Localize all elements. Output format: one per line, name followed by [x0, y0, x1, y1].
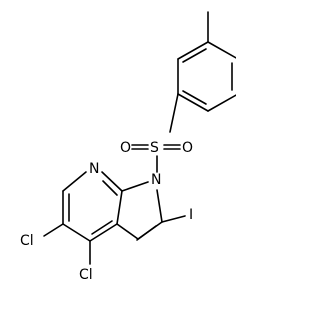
bond: [62, 223, 91, 242]
bond: [43, 223, 64, 237]
pyrrole-nitrogen-label: N: [151, 172, 161, 188]
bond: [182, 90, 207, 105]
structure-diagram: S O O N N I Cl Cl: [20, 11, 236, 283]
bond: [169, 93, 179, 133]
pyridine-ring: [43, 171, 123, 265]
bond: [102, 180, 118, 196]
pyrrole-ring: [116, 181, 186, 241]
bond: [136, 225, 157, 241]
bond: [177, 41, 209, 60]
bond: [101, 171, 123, 192]
molecule-drawing: S O O N N I Cl Cl: [20, 11, 236, 283]
bond: [207, 41, 236, 59]
bond: [89, 223, 118, 242]
chlorine-top-label: Cl: [20, 233, 34, 249]
bond: [177, 93, 209, 112]
bond: [156, 189, 163, 223]
sulfonyl-group: [131, 144, 181, 173]
iodine-label: I: [189, 207, 193, 223]
oxygen-left-label: O: [120, 140, 131, 156]
bond: [62, 171, 87, 192]
bond: [116, 190, 123, 225]
bond: [121, 181, 149, 192]
sulfur-label: S: [150, 140, 159, 156]
pyridine-nitrogen-label: N: [89, 161, 99, 177]
bond: [91, 220, 113, 235]
bond: [207, 94, 236, 112]
oxygen-right-label: O: [182, 140, 193, 156]
chlorine-bottom-label: Cl: [79, 267, 93, 283]
tolyl-ring: [169, 11, 236, 133]
bond: [116, 223, 139, 240]
bond: [182, 48, 207, 63]
bond: [161, 215, 186, 223]
